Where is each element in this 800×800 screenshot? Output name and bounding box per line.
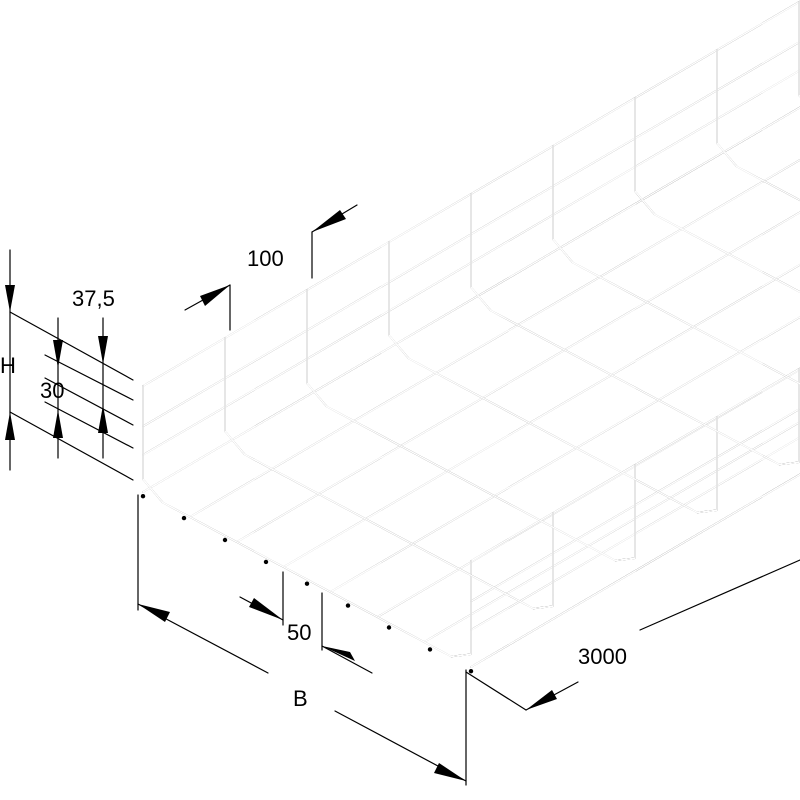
weld-point — [140, 494, 146, 499]
cross-wire-highlight — [306, 289, 636, 562]
left-wall-wire-highlight — [142, 0, 800, 387]
weld-point — [427, 647, 433, 652]
wire-spacing-dimension: 100 — [184, 204, 358, 331]
left-wall-wire-highlight — [142, 40, 800, 428]
lower-spacing-label: 30 — [40, 378, 64, 403]
bottom-longitudinal-wire-highlight — [423, 421, 800, 643]
mesh-spacing-label: 50 — [287, 620, 311, 645]
right-wall-wire-highlight — [470, 473, 800, 668]
bottom-longitudinal-wire-highlight — [376, 368, 800, 618]
cross-wire-highlight — [142, 385, 472, 658]
cross-wire-highlight — [224, 337, 554, 610]
right-wall-wire-highlight — [470, 407, 800, 603]
bottom-longitudinal-wire-highlight — [235, 211, 800, 543]
right-wall-wire-highlight — [470, 367, 800, 562]
bottom-longitudinal-wire-highlight — [189, 158, 800, 518]
weld-point — [345, 603, 351, 608]
weld-point — [386, 625, 392, 630]
width-dimension: B — [137, 494, 467, 786]
mesh-spacing-dimension: 50 — [239, 571, 373, 674]
bottom-longitudinal-wire — [282, 263, 800, 568]
cross-wire-highlight — [634, 97, 800, 293]
rim-spacing-dimensions: 37,5 30 — [40, 286, 134, 459]
height-dimension: H — [0, 249, 134, 481]
weld-point — [222, 537, 228, 543]
bottom-longitudinal-wire-highlight — [282, 263, 800, 568]
weld-point — [181, 515, 187, 521]
cross-wire-highlight — [798, 1, 800, 98]
bottom-longitudinal-wire — [329, 316, 800, 593]
cross-wire-highlight — [388, 241, 718, 514]
length-label: 3000 — [578, 644, 627, 669]
upper-spacing-label: 37,5 — [72, 286, 115, 311]
wire-spacing-label: 100 — [247, 246, 284, 271]
bottom-longitudinal-wire — [189, 158, 800, 518]
cross-wire-highlight — [470, 193, 800, 466]
width-label: B — [293, 686, 308, 711]
length-dimension: 3000 — [465, 559, 800, 711]
cross-wire — [552, 145, 800, 385]
right-wall-wire-highlight — [470, 436, 800, 631]
bottom-longitudinal-wire-highlight — [329, 316, 800, 593]
left-wall-wire-highlight — [142, 106, 800, 493]
weld-point — [263, 559, 269, 565]
left-wall-wire-highlight — [142, 69, 800, 456]
height-label: H — [0, 353, 16, 378]
weld-point — [304, 581, 310, 586]
weld-point — [468, 669, 474, 674]
wire-mesh-tray — [140, 0, 800, 674]
cross-wire-highlight — [716, 49, 800, 202]
cross-wire-highlight — [552, 145, 800, 385]
cross-wire — [716, 49, 800, 202]
bottom-longitudinal-wire — [423, 421, 800, 643]
